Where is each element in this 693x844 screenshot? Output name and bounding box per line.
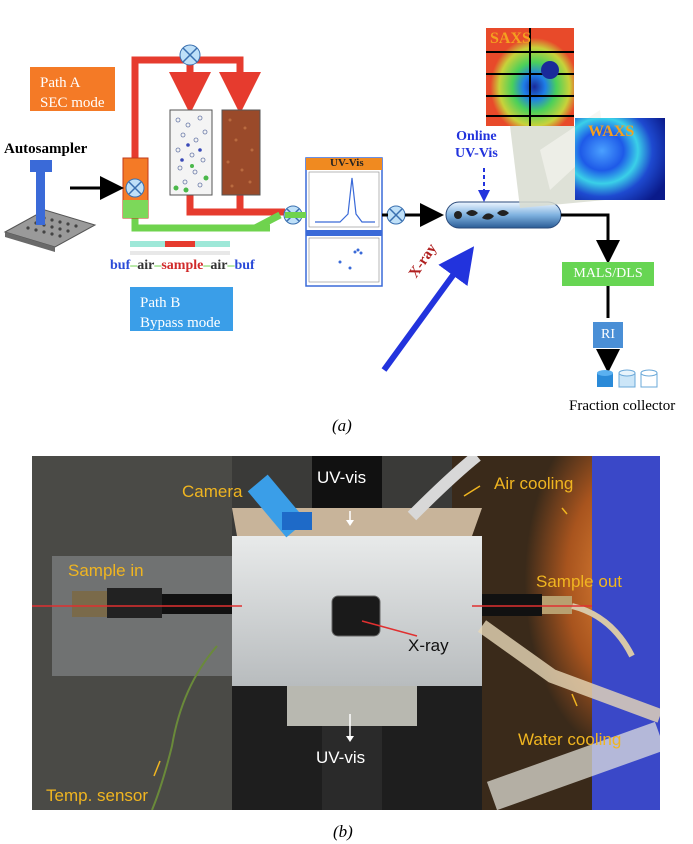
path-b-box: Path B Bypass mode — [130, 287, 233, 331]
xray-pointer-line — [361, 620, 418, 637]
camera-label: Camera — [182, 482, 243, 501]
autosampler-icon — [3, 160, 97, 252]
fraction-collector-icon — [597, 369, 658, 388]
autosampler-label: Autosampler — [4, 141, 88, 157]
saxs-label: SAXS — [490, 30, 531, 47]
uvvis-top-label: UV-vis — [317, 468, 367, 487]
water-cooling-label: Water cooling — [518, 730, 622, 749]
valve-top-icon — [179, 44, 201, 66]
temp-sensor-label: Temp. sensor — [46, 786, 149, 805]
online-line2: UV-Vis — [455, 146, 498, 161]
seg-air1: air — [137, 258, 155, 273]
sec-column-1 — [169, 109, 213, 196]
seg-buf1: buf — [110, 258, 131, 273]
path-b-line2: Bypass mode — [140, 315, 221, 331]
photo-background — [32, 456, 660, 810]
line-to-mals — [561, 213, 620, 264]
path-a-line1: Path A — [40, 75, 81, 91]
waxs-label: WAXS — [588, 123, 635, 140]
xray-arrow — [381, 246, 475, 372]
ri-box: RI — [593, 322, 623, 348]
online-line1: Online — [456, 129, 497, 144]
online-uv-label: Online UV-Vis — [455, 128, 498, 162]
path-a-box: Path A SEC mode — [30, 67, 115, 111]
sec-column-2 — [221, 109, 261, 196]
path-b-line1: Path B — [140, 295, 181, 311]
waxs-image — [575, 118, 665, 200]
caption-a: (a) — [332, 416, 352, 435]
path-a-line2: SEC mode — [40, 95, 105, 111]
flow-diagram — [3, 28, 665, 388]
sample-in-label: Sample in — [68, 561, 144, 580]
mals-box: MALS/DLS — [562, 262, 654, 286]
sample-out-label: Sample out — [536, 572, 622, 591]
segment-label: buf–air–sample–air–buf — [110, 258, 255, 273]
uv-vis-box-title: UV-Vis — [330, 157, 364, 169]
merge-line-green — [253, 211, 282, 232]
uv-peak-curve — [315, 177, 375, 223]
panel-b-photo: Camera UV-vis Air cooling Sample in Samp… — [32, 456, 660, 810]
xray-photo-label: X-ray — [408, 636, 449, 655]
seg-air2: air — [210, 258, 228, 273]
valve-injector-icon — [125, 178, 145, 198]
panel-a: Path A SEC mode Autosampler buf–air–samp… — [3, 28, 676, 435]
seg-sample: sample — [161, 258, 204, 273]
uvvis-bottom-label: UV-vis — [316, 748, 366, 767]
air-cooling-label: Air cooling — [494, 474, 574, 493]
valve-after-uv-icon — [386, 205, 406, 225]
caption-b: (b) — [333, 822, 353, 841]
seg-buf2: buf — [234, 258, 255, 273]
fraction-label: Fraction collector — [569, 398, 676, 414]
